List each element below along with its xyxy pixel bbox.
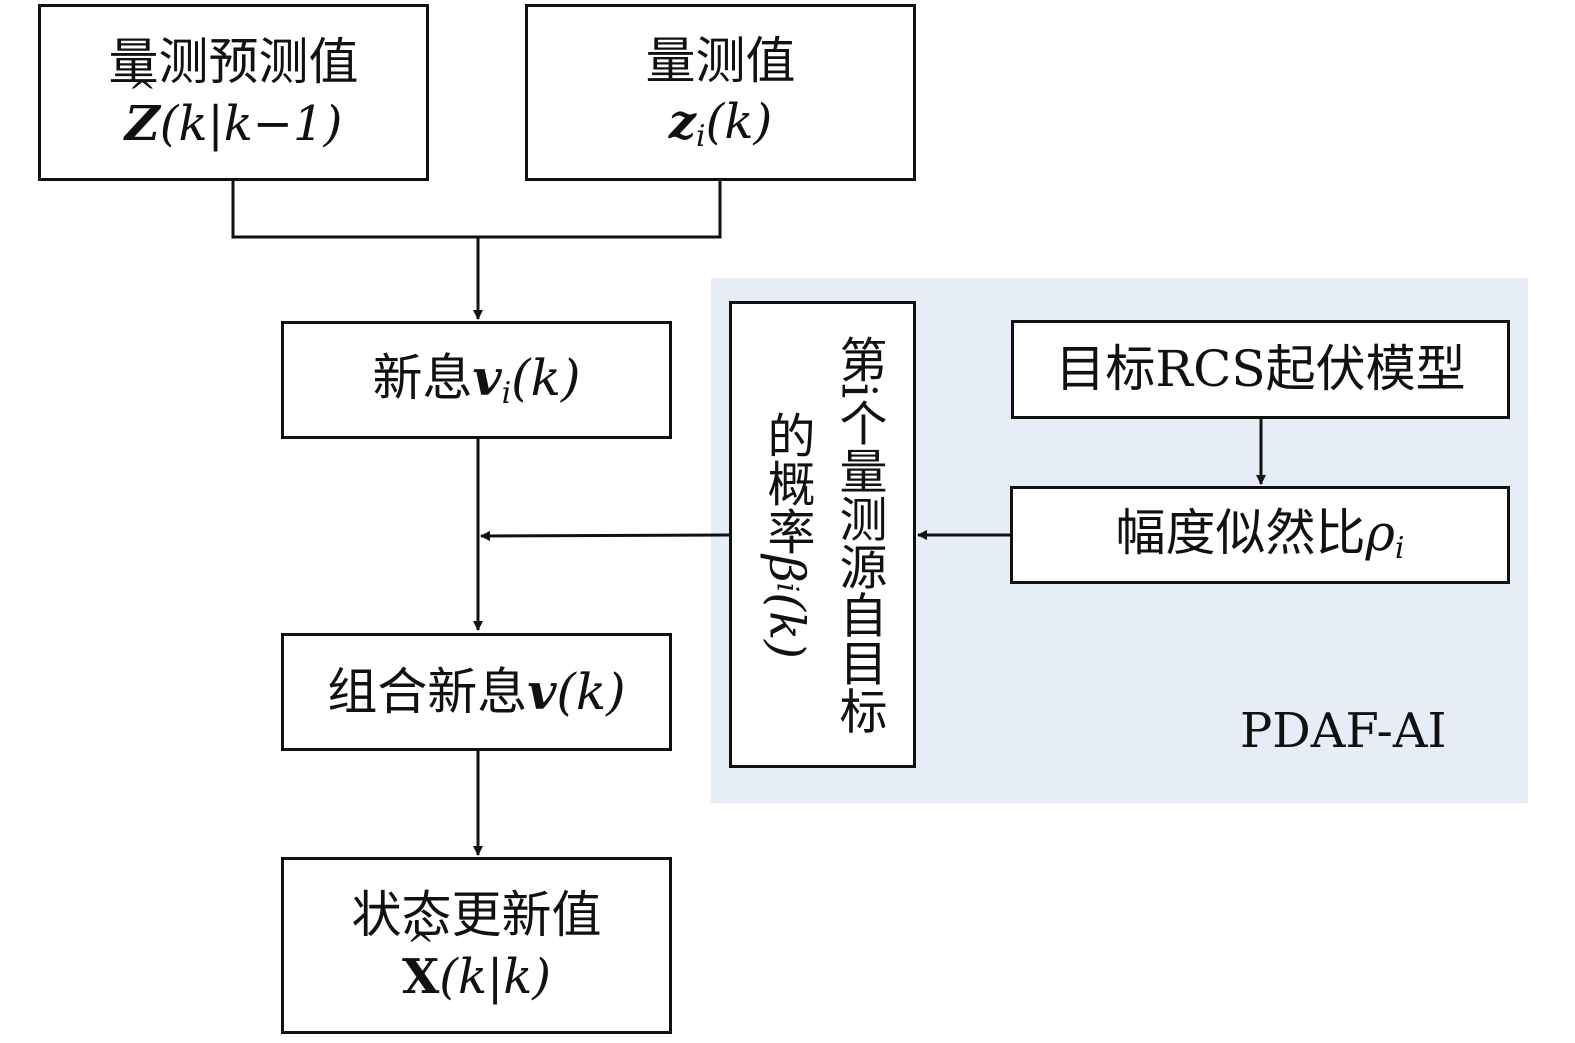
amplitude-ratio-symbol: ρ (1365, 504, 1395, 563)
association-probability-sub: i (769, 582, 805, 592)
state-update-box: 状态更新值 X(k|k) (281, 857, 672, 1034)
innovation-sub: i (501, 376, 512, 412)
pdaf-ai-label: PDAF-AI (1240, 703, 1447, 759)
measurement-args: (k) (705, 94, 773, 150)
state-update-symbol: X (402, 947, 439, 1007)
combined-innovation-args: (k) (556, 662, 626, 721)
innovation-text: 新息vi(k) (373, 347, 581, 413)
rcs-model-label: 目标RCS起伏模型 (1055, 340, 1466, 399)
innovation-label: 新息 (372, 349, 473, 408)
combined-innovation-symbol: v (527, 661, 557, 721)
association-probability-symbol: β (758, 554, 815, 583)
association-probability-line2: 的概率 (758, 410, 815, 555)
edge-measurement-to-merge (478, 180, 722, 239)
amplitude-ratio-text: 幅度似然比ρi (1115, 502, 1404, 568)
association-probability-line1: 第i个量测源自目标 (830, 334, 887, 735)
measurement-box: 量测值 zi(k) (525, 4, 916, 181)
association-probability-text: 第i个量测源自目标 的概率βi(k) (751, 335, 895, 734)
association-probability-box: 第i个量测源自目标 的概率βi(k) (729, 301, 916, 768)
amplitude-ratio-sub: i (1394, 531, 1405, 567)
edge-probability-to-combined (480, 530, 731, 541)
measurement-sub: i (696, 119, 706, 154)
measurement-formula: zi(k) (669, 92, 772, 156)
predicted-measurement-formula: Z(k|k−1) (125, 94, 343, 154)
edge-predicted-to-merge (231, 180, 478, 239)
amplitude-ratio-box: 幅度似然比ρi (1010, 486, 1510, 584)
state-update-args: (k|k) (439, 948, 552, 1005)
rcs-model-box: 目标RCS起伏模型 (1011, 320, 1510, 419)
measurement-symbol: z (668, 94, 697, 150)
combined-innovation-text: 组合新息v(k) (327, 661, 625, 724)
combined-innovation-label: 组合新息 (327, 662, 528, 721)
association-probability-args: (k) (758, 591, 815, 659)
state-update-formula: X(k|k) (402, 947, 551, 1007)
predicted-measurement-symbol: Z (125, 94, 160, 154)
predicted-measurement-box: 量测预测值 Z(k|k−1) (38, 4, 429, 181)
predicted-measurement-args: (k|k−1) (159, 95, 343, 152)
combined-innovation-box: 组合新息v(k) (281, 633, 672, 751)
innovation-symbol: v (472, 348, 502, 408)
innovation-box: 新息vi(k) (281, 321, 672, 439)
state-update-label: 状态更新值 (351, 886, 602, 945)
innovation-args: (k) (511, 349, 581, 408)
measurement-label: 量测值 (645, 31, 796, 90)
amplitude-ratio-label: 幅度似然比 (1115, 504, 1366, 563)
